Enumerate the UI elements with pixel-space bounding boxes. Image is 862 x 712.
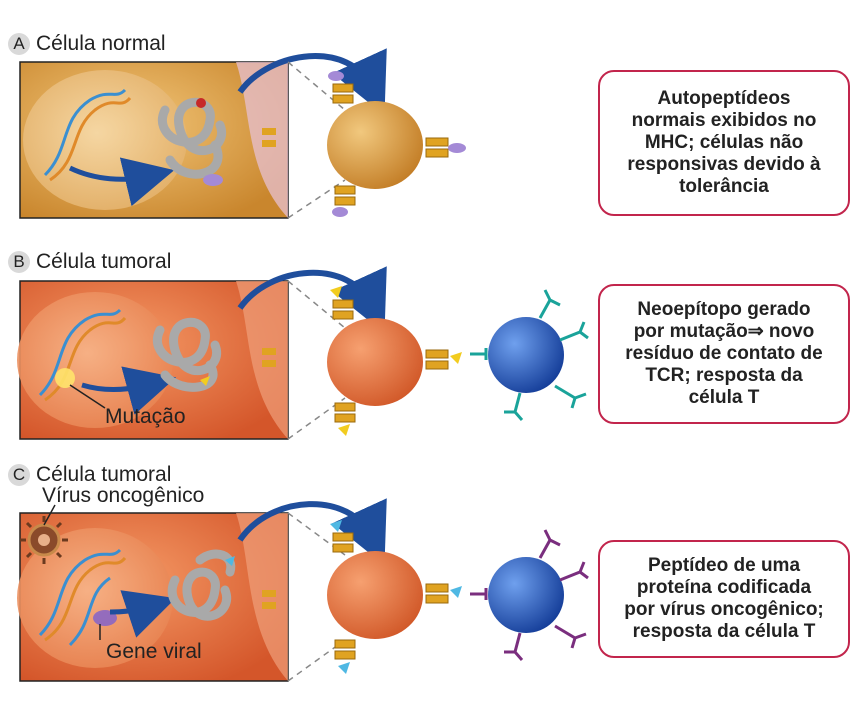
panel-b-art: [17, 266, 589, 440]
mutation-callout: Mutação: [105, 405, 186, 428]
panel-a-art: [19, 48, 466, 219]
tumor-cell-zoom: [327, 551, 423, 639]
desc-line: célula T: [688, 387, 760, 408]
dna-icon: [43, 88, 132, 182]
panel-a-title: Célula normal: [36, 32, 166, 55]
desc-line: resposta da célula T: [632, 621, 816, 642]
panel-a-nucleus: [23, 70, 187, 210]
tumor-cell-zoom: [327, 318, 423, 406]
desc-line: Peptídeo de uma: [647, 555, 801, 576]
presentation-arrow: [237, 498, 387, 566]
mhc-icon: [332, 83, 449, 206]
desc-line: responsivas devido à: [627, 154, 821, 175]
desc-line: por vírus oncogênico;: [624, 599, 824, 620]
desc-line: resíduo de contato de: [625, 343, 823, 364]
t-cell: [488, 557, 564, 633]
viral-gene-callout: Gene viral: [106, 640, 202, 663]
mhc-icon: [332, 532, 449, 660]
desc-line: MHC; células não: [644, 132, 804, 153]
protein-icon: [153, 317, 222, 392]
desc-line: TCR; resposta da: [645, 365, 803, 386]
panel-a-description: Autopeptídeos normais exibidos no MHC; c…: [598, 70, 850, 216]
desc-line: Autopeptídeos: [657, 88, 791, 109]
panel-b-description: Neoepítopo gerado por mutação⇒ novo resí…: [598, 284, 850, 424]
presentation-arrow: [237, 266, 387, 334]
desc-line: por mutação⇒ novo: [633, 321, 815, 342]
panel-c-label: C Célula tumoral: [8, 463, 171, 487]
tcr-icon: [470, 529, 589, 661]
panel-a-label: A Célula normal: [8, 32, 166, 56]
panel-c-letter: C: [8, 464, 30, 486]
panel-b-label: B Célula tumoral: [8, 250, 171, 274]
oncogenic-virus-callout: Vírus oncogênico: [42, 484, 205, 507]
desc-line: tolerância: [679, 176, 769, 197]
panel-b-title: Célula tumoral: [36, 250, 172, 273]
desc-line: proteína codificada: [636, 577, 812, 598]
dna-icon: [38, 548, 127, 647]
tcr-icon: [470, 289, 589, 421]
panel-a-letter: A: [8, 33, 30, 55]
desc-line: Neoepítopo gerado: [637, 299, 811, 320]
desc-line: normais exibidos no: [631, 110, 817, 131]
panel-b-letter: B: [8, 251, 30, 273]
mutation-spot-icon: [55, 368, 75, 388]
panel-c-title: Célula tumoral: [36, 463, 172, 486]
panel-c-description: Peptídeo de uma proteína codificada por …: [598, 540, 850, 658]
presentation-arrow: [237, 48, 387, 116]
t-cell: [488, 317, 564, 393]
tumor-cell-zoom: [327, 101, 423, 189]
panel-c-art: [17, 498, 589, 682]
protein-icon: [158, 97, 227, 179]
protein-icon: [167, 549, 236, 621]
mhc-icon: [332, 299, 449, 423]
